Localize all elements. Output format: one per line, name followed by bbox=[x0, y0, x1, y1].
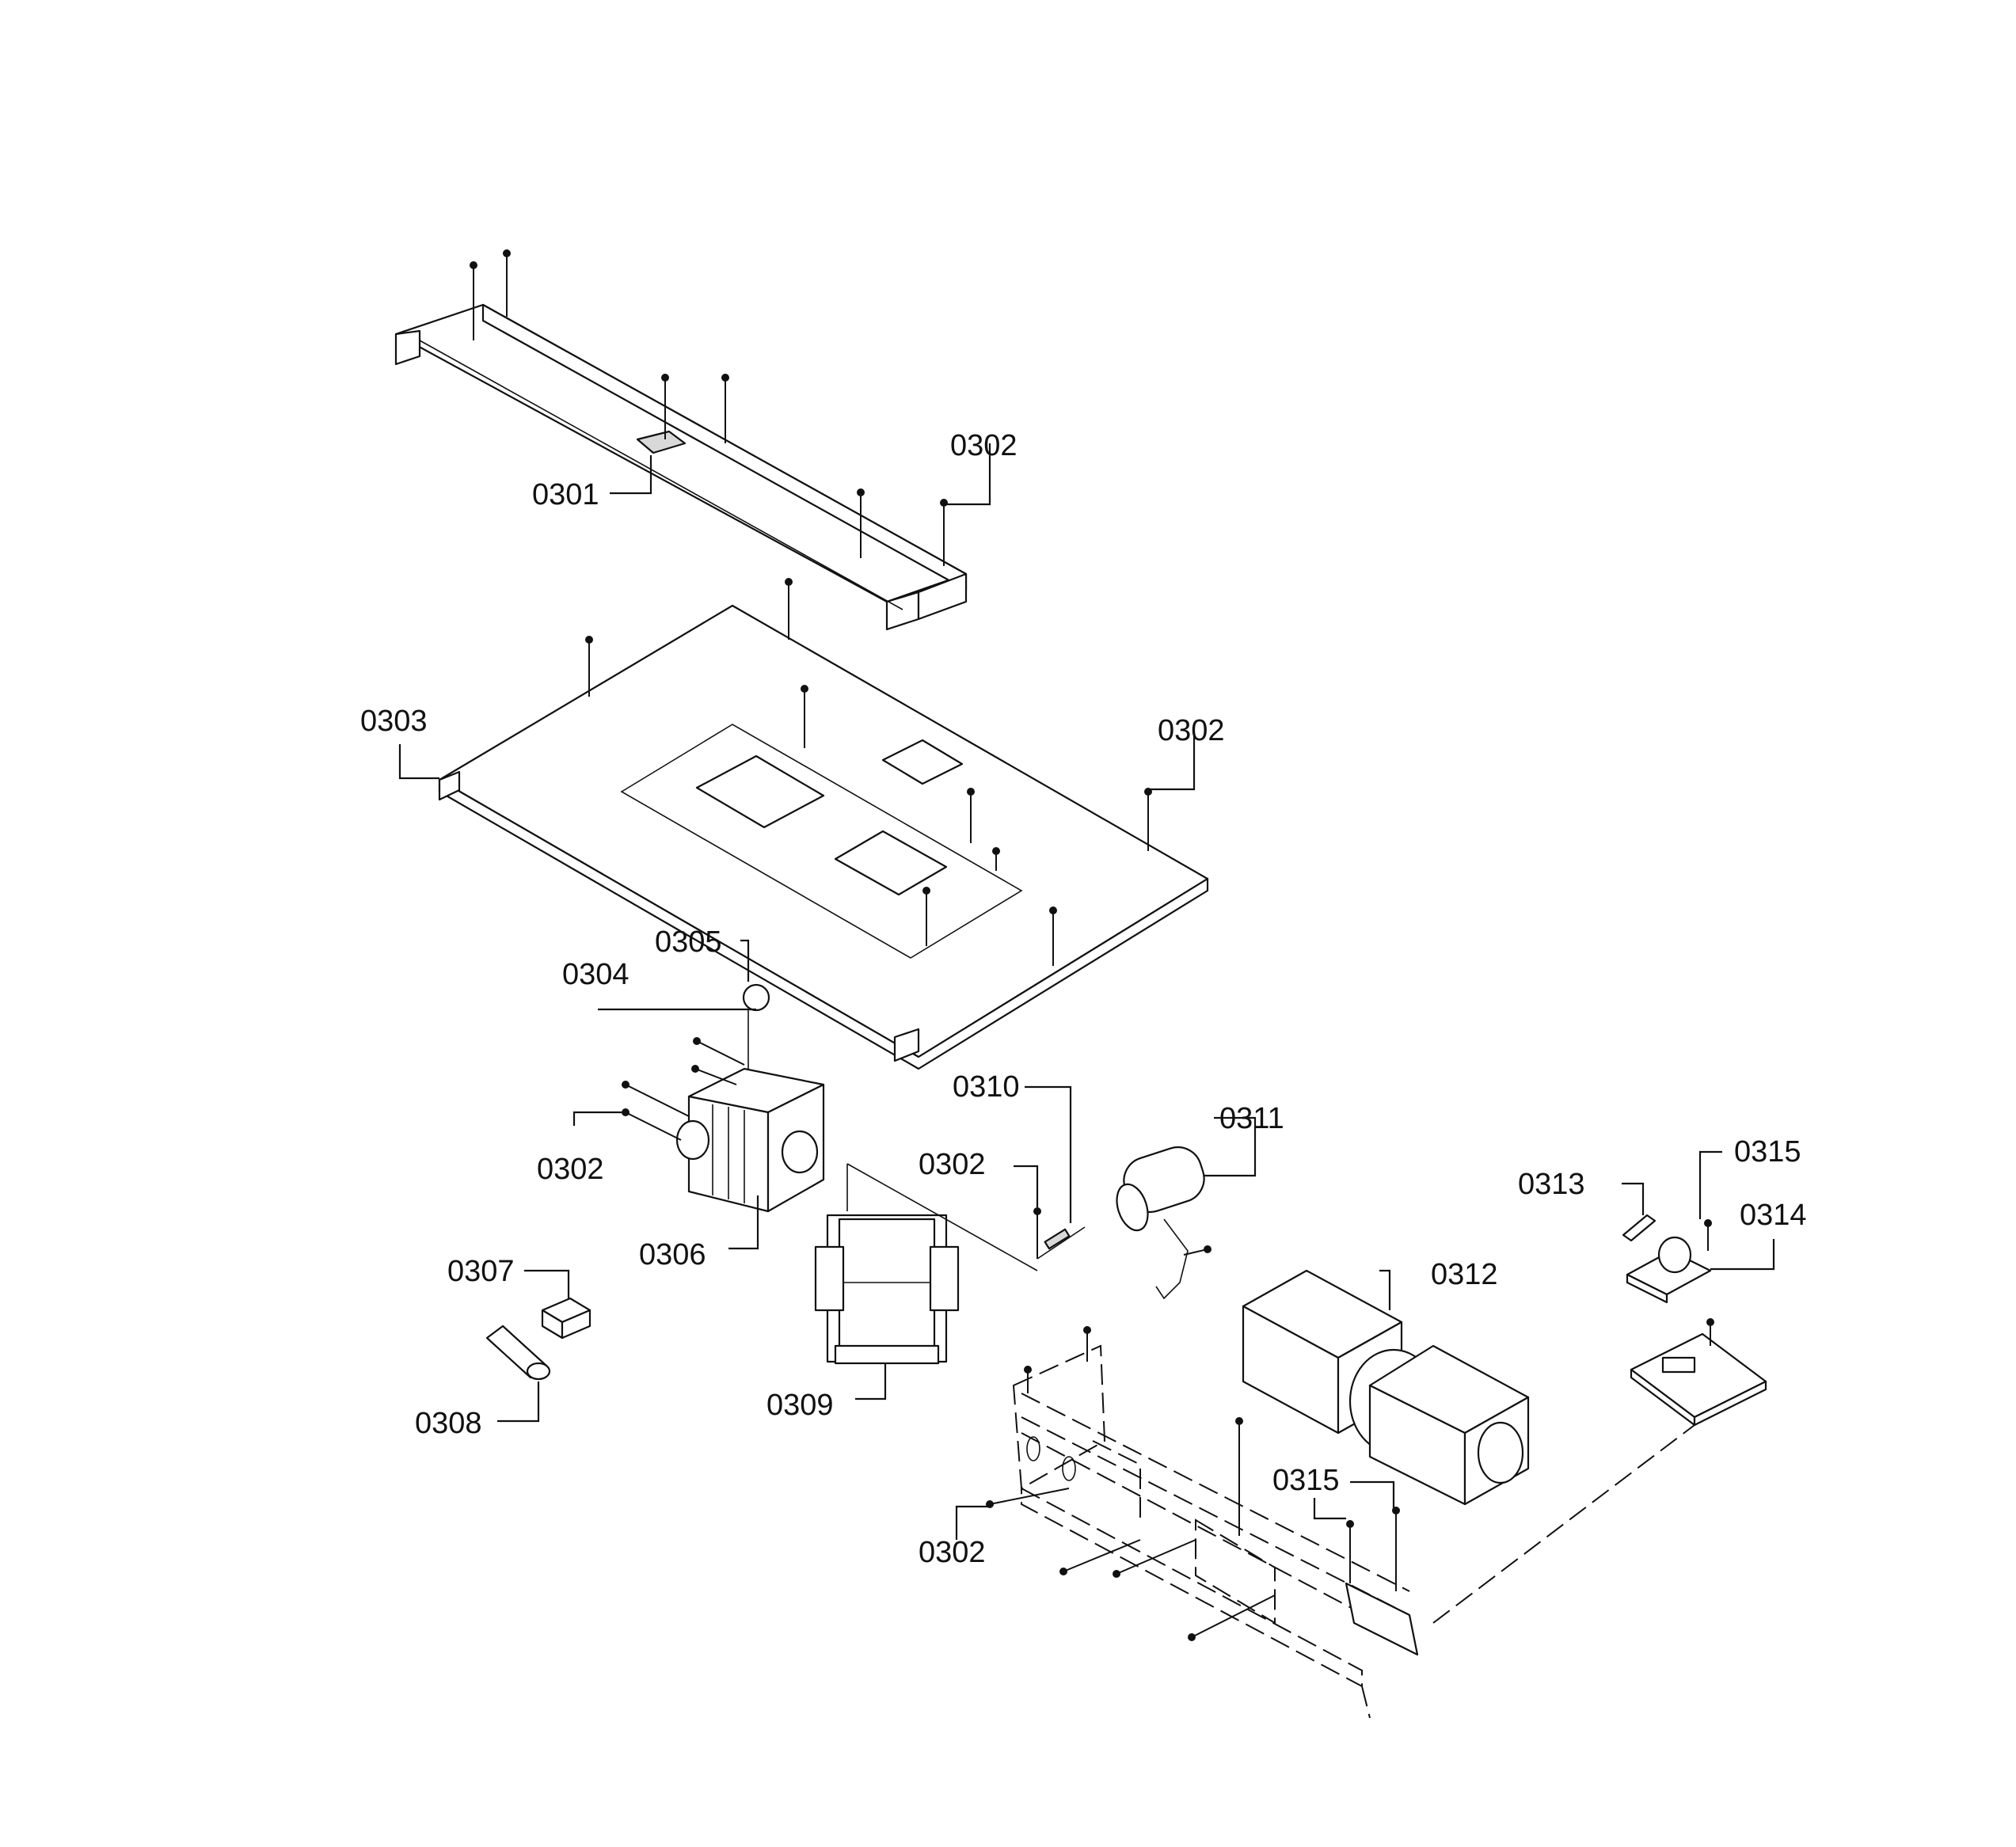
screw-icon[interactable] bbox=[1346, 1520, 1354, 1583]
screw-icon[interactable] bbox=[622, 1081, 690, 1117]
leader-lines bbox=[398, 443, 1775, 1540]
callout-0309[interactable]: 0309 bbox=[766, 1389, 834, 1422]
callout-0301[interactable]: 0301 bbox=[532, 478, 599, 511]
part-antenna-gasket[interactable] bbox=[742, 983, 770, 1012]
screw-icon[interactable] bbox=[1183, 1245, 1212, 1256]
part-base-chassis[interactable] bbox=[1012, 1344, 1695, 1719]
callout-0310[interactable]: 0310 bbox=[953, 1070, 1020, 1104]
part-door-sensor[interactable] bbox=[636, 430, 687, 454]
callout-0313[interactable]: 0313 bbox=[1518, 1168, 1585, 1201]
callout-0312[interactable]: 0312 bbox=[1431, 1258, 1498, 1291]
screw-icon[interactable] bbox=[1144, 788, 1152, 851]
screw-icon[interactable] bbox=[585, 636, 593, 697]
screw-icon[interactable] bbox=[1049, 906, 1057, 966]
screw-icon[interactable] bbox=[1235, 1417, 1243, 1536]
callout-0315[interactable]: 0315 bbox=[1272, 1464, 1340, 1497]
screw-icon[interactable] bbox=[940, 499, 948, 566]
callout-0303[interactable]: 0303 bbox=[360, 705, 428, 738]
callout-0308[interactable]: 0308 bbox=[415, 1407, 482, 1440]
part-fan-motor[interactable] bbox=[1242, 1269, 1530, 1506]
screw-icon[interactable] bbox=[922, 887, 930, 946]
callout-0305[interactable]: 0305 bbox=[655, 925, 722, 959]
callout-0314[interactable]: 0314 bbox=[1740, 1199, 1807, 1232]
part-hv-diode[interactable] bbox=[1037, 1226, 1086, 1260]
callout-0302[interactable]: 0302 bbox=[537, 1153, 604, 1186]
screw-icon[interactable] bbox=[986, 1488, 1070, 1508]
callout-0302[interactable]: 0302 bbox=[919, 1536, 986, 1569]
callout-0306[interactable]: 0306 bbox=[639, 1238, 706, 1271]
screw-icon[interactable] bbox=[691, 1065, 737, 1085]
callout-0304[interactable]: 0304 bbox=[562, 958, 630, 991]
part-fuse-0313[interactable] bbox=[1622, 1214, 1657, 1242]
callout-0315[interactable]: 0315 bbox=[1734, 1135, 1801, 1169]
screw-icon[interactable] bbox=[967, 788, 975, 843]
screw-icon[interactable] bbox=[1113, 1539, 1196, 1578]
callout-labels: 0302 0301 0303 0302 0305 0304 0302 0306 … bbox=[360, 429, 1807, 1569]
callout-0302[interactable]: 0302 bbox=[1158, 714, 1225, 747]
part-hv-capacitor[interactable] bbox=[1112, 1141, 1211, 1300]
part-transformer[interactable] bbox=[814, 1163, 1038, 1365]
part-block-0307[interactable] bbox=[541, 1297, 591, 1340]
screw-icon[interactable] bbox=[992, 847, 1000, 871]
screw-icon[interactable] bbox=[661, 374, 669, 439]
vent-opening-large bbox=[695, 754, 825, 829]
screw-icon[interactable] bbox=[1059, 1539, 1141, 1575]
callout-0302[interactable]: 0302 bbox=[919, 1148, 986, 1181]
screw-icon[interactable] bbox=[721, 374, 729, 443]
screw-icon[interactable] bbox=[857, 488, 865, 558]
screw-icon[interactable] bbox=[1033, 1207, 1041, 1259]
vent-opening-medium bbox=[834, 830, 948, 896]
part-control-board[interactable] bbox=[1630, 1332, 1767, 1427]
screw-icon[interactable] bbox=[1024, 1366, 1032, 1393]
part-magnetron[interactable] bbox=[675, 983, 825, 1213]
screw-icon[interactable] bbox=[1704, 1219, 1712, 1251]
vent-opening-small bbox=[881, 739, 964, 785]
screw-icon[interactable] bbox=[1392, 1507, 1400, 1591]
callout-0311[interactable]: 0311 bbox=[1219, 1102, 1284, 1135]
screw-icon[interactable] bbox=[503, 249, 511, 317]
part-tube-0308[interactable] bbox=[485, 1324, 551, 1381]
screw-icon[interactable] bbox=[801, 685, 808, 748]
screw-icon[interactable] bbox=[1188, 1594, 1276, 1641]
part-top-cover[interactable] bbox=[438, 604, 1209, 1070]
screw-icon[interactable] bbox=[693, 1037, 745, 1066]
callout-0302[interactable]: 0302 bbox=[950, 429, 1018, 462]
part-air-guide-bracket[interactable] bbox=[394, 303, 968, 631]
screw-icon[interactable] bbox=[1083, 1326, 1091, 1362]
screw-icon[interactable] bbox=[470, 261, 477, 340]
screw-icon[interactable] bbox=[1706, 1318, 1714, 1346]
screw-icon[interactable] bbox=[785, 578, 793, 640]
part-relay-board-0314[interactable] bbox=[1626, 1236, 1712, 1304]
callout-0307[interactable]: 0307 bbox=[447, 1255, 515, 1288]
screw-icon[interactable] bbox=[622, 1108, 682, 1141]
